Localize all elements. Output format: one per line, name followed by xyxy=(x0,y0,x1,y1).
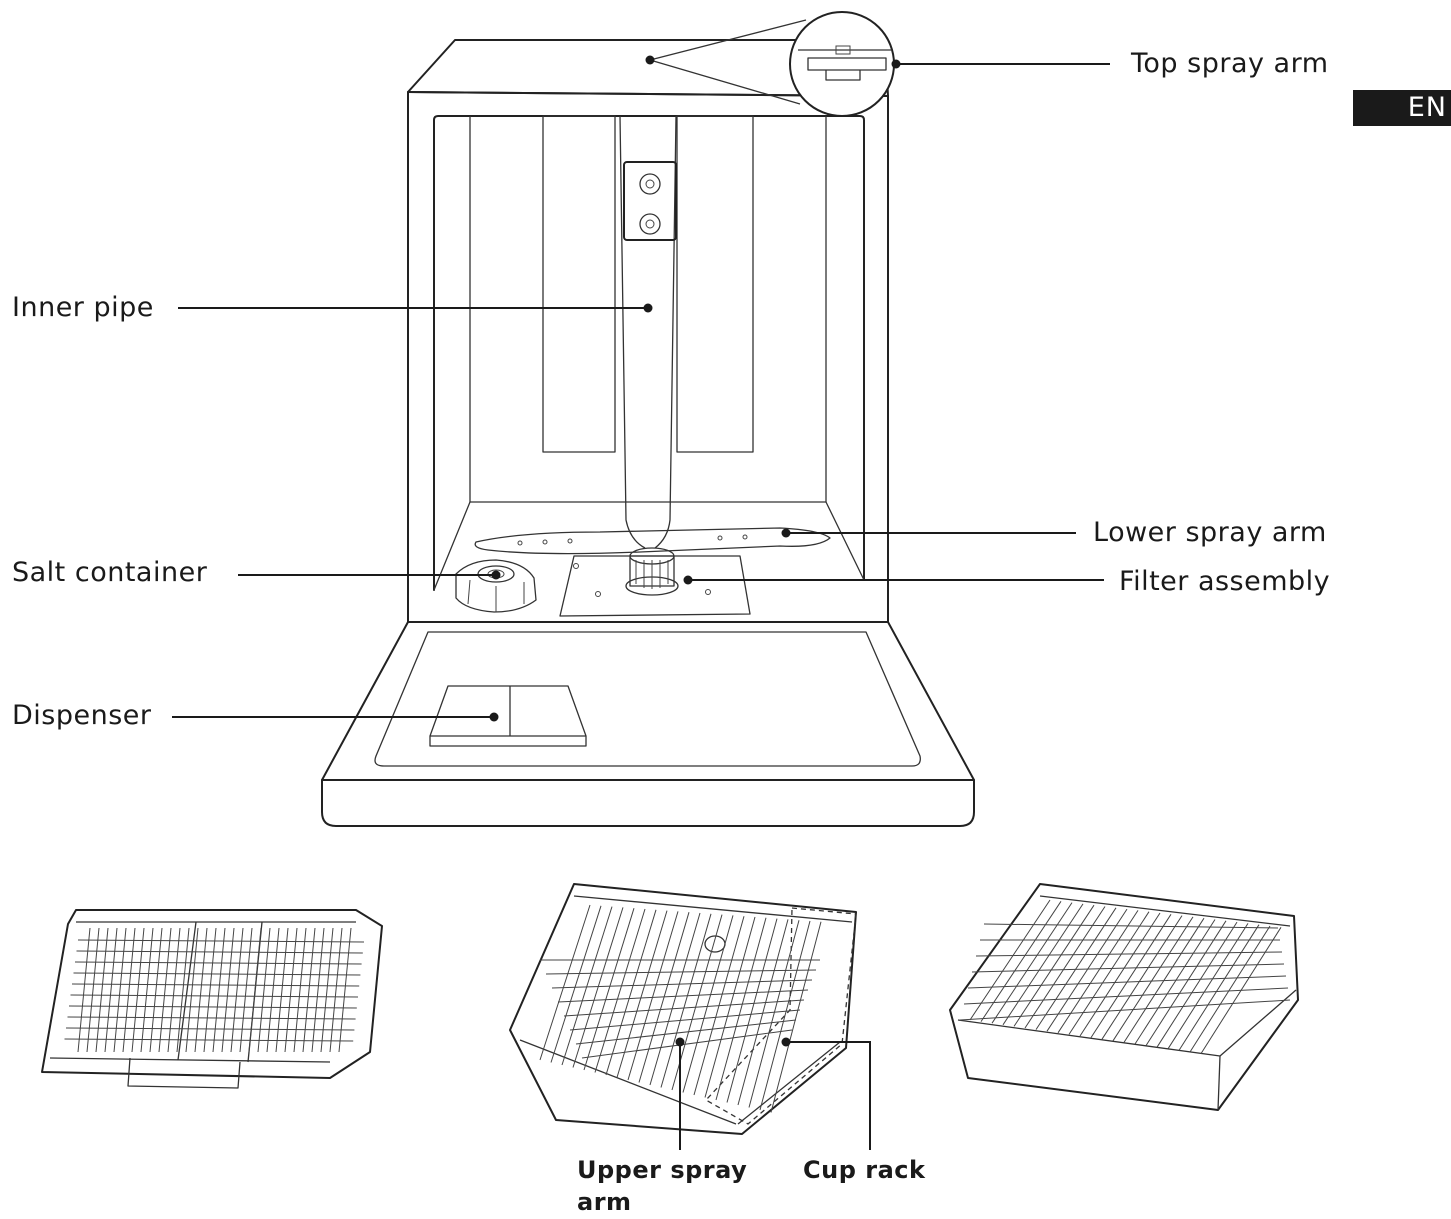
label-cup-rack: Cup rack xyxy=(803,1156,926,1184)
label-upper-spray-arm: Upper spray arm xyxy=(577,1154,747,1219)
lower-spray-arm-part xyxy=(474,527,831,555)
label-salt-container: Salt container xyxy=(12,557,208,588)
lower-basket-rack xyxy=(949,883,1299,1111)
label-upper-spray-arm-line2: arm xyxy=(577,1188,632,1217)
salt-container-part xyxy=(455,559,537,613)
dishwasher-cabinet xyxy=(407,39,889,623)
dispenser-part xyxy=(429,685,587,747)
label-filter-assembly: Filter assembly xyxy=(1119,566,1331,597)
filter-assembly-part xyxy=(559,547,751,617)
label-upper-spray-arm-line1: Upper spray xyxy=(577,1156,748,1184)
dishwasher-door xyxy=(321,621,975,827)
upper-basket-rack xyxy=(509,883,857,1135)
leader-lines xyxy=(172,55,1110,1150)
label-inner-pipe: Inner pipe xyxy=(12,292,154,323)
label-top-spray-arm: Top spray arm xyxy=(1131,48,1329,79)
top-spray-arm-magnifier xyxy=(649,11,895,117)
cutlery-tray-rack xyxy=(41,909,383,1089)
inner-pipe-part xyxy=(619,115,677,549)
label-dispenser: Dispenser xyxy=(12,700,152,731)
language-tab: EN xyxy=(1353,90,1451,126)
label-lower-spray-arm: Lower spray arm xyxy=(1093,517,1327,548)
